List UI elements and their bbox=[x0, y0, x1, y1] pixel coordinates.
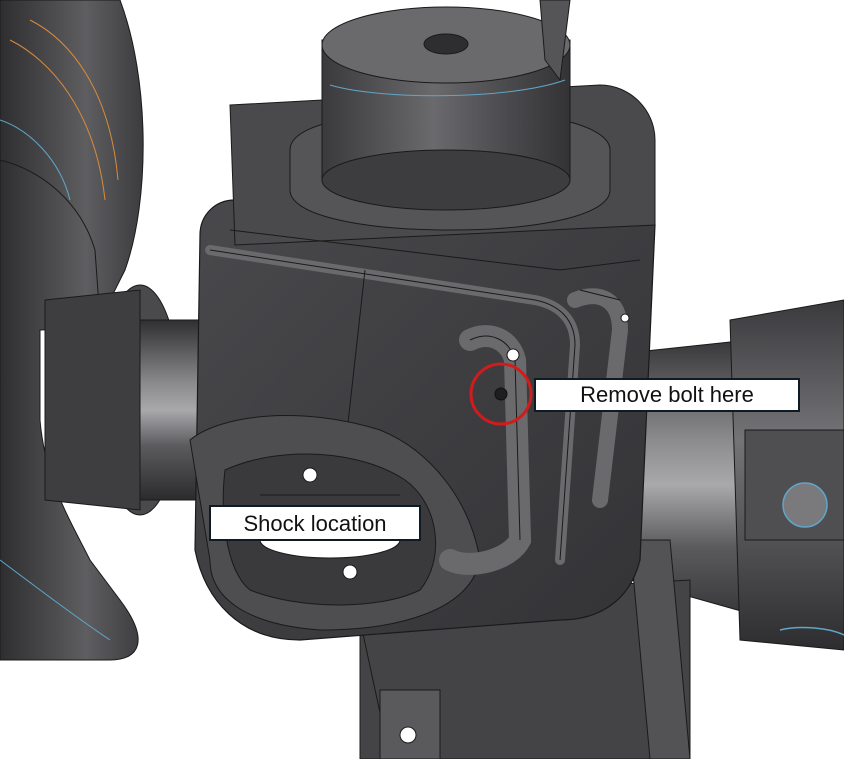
left-casting bbox=[0, 0, 144, 661]
shock-location-label: Shock location bbox=[243, 511, 387, 536]
bolt-hole bbox=[494, 387, 508, 401]
remove-bolt-marker bbox=[469, 362, 533, 426]
upper-bolt-hole bbox=[506, 348, 520, 362]
remove-bolt-label: Remove bolt here bbox=[580, 382, 754, 407]
shock-location-callout: Shock location bbox=[209, 505, 421, 541]
remove-bolt-callout: Remove bolt here bbox=[534, 378, 800, 412]
